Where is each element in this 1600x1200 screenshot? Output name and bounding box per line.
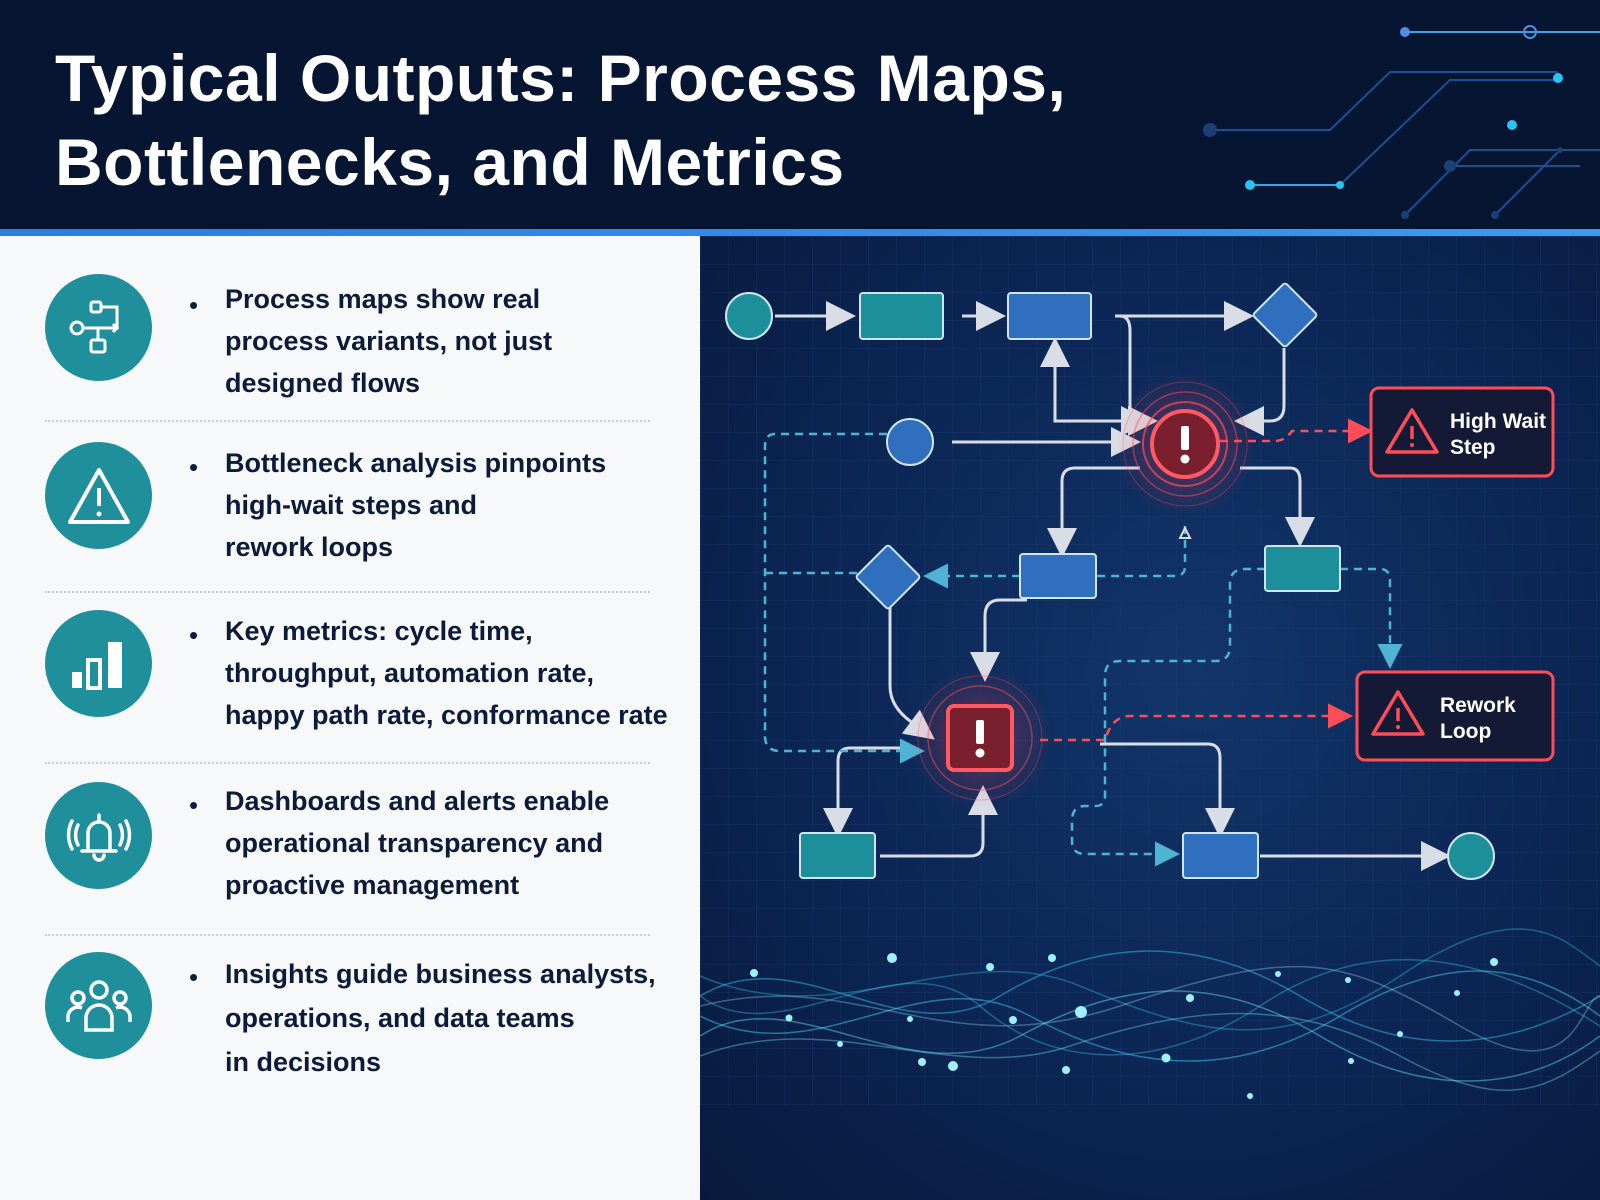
bell-alert-icon (45, 782, 152, 889)
list-item-insights: • Insights guide business analysts, oper… (45, 952, 656, 1092)
text-line: Key metrics: cycle time, (225, 616, 533, 646)
exclamation-icon (975, 720, 985, 758)
key-points-panel: • Process maps show real process variant… (0, 236, 700, 1200)
callout-label: Loop (1440, 720, 1491, 743)
text-line: Bottleneck analysis pinpoints (225, 448, 607, 478)
bottleneck-rework (908, 666, 1052, 810)
warning-triangle-icon (45, 442, 152, 549)
text-line: happy path rate, conformance rate (225, 700, 668, 730)
gateway-node (1252, 282, 1318, 348)
text-line: proactive management (225, 870, 520, 900)
data-waves-decoration (700, 928, 1600, 1091)
list-item-text: Bottleneck analysis pinpoints high-wait … (225, 442, 665, 568)
list-item-bottlenecks: • Bottleneck analysis pinpoints high-wai… (45, 442, 650, 572)
header: Typical Outputs: Process Maps, Bottlenec… (0, 0, 1600, 229)
page-title-line-2: Bottlenecks, and Metrics (55, 125, 845, 199)
bullet: • (189, 290, 199, 320)
process-map-panel: High Wait Step Rework Loop (700, 236, 1600, 1200)
bullet: • (189, 620, 199, 650)
divider (45, 591, 650, 593)
callout-label: Step (1450, 436, 1496, 459)
process-flow-icon (45, 274, 152, 381)
bottleneck-high-wait (1113, 372, 1257, 516)
list-item-metrics: • Key metrics: cycle time, throughput, a… (45, 610, 668, 740)
callout-label: Rework (1440, 694, 1516, 717)
event-node (886, 418, 934, 466)
page-title: Typical Outputs: Process Maps, Bottlenec… (55, 36, 1155, 204)
divider (45, 934, 650, 936)
team-icon (45, 952, 152, 1059)
task-node (859, 292, 944, 340)
list-item-dashboards: • Dashboards and alerts enable operation… (45, 782, 650, 912)
bullet: • (189, 452, 199, 482)
bar-chart-icon (45, 610, 152, 717)
text-line: operations, and data teams (225, 1003, 575, 1033)
list-item-text: Insights guide business analysts, operat… (225, 952, 665, 1084)
divider (45, 420, 650, 422)
task-node (1264, 545, 1341, 592)
text-line: Process maps show real (225, 284, 541, 314)
page-title-line-1: Typical Outputs: Process Maps, (55, 41, 1067, 115)
text-line: process variants, not just (225, 326, 553, 356)
list-item-text: Dashboards and alerts enable operational… (225, 780, 665, 906)
glow-dots-decoration (750, 953, 1498, 1099)
task-node (1019, 553, 1097, 599)
end-event-node (1447, 832, 1495, 880)
process-map-diagram: High Wait Step Rework Loop (700, 236, 1600, 1106)
task-node (799, 832, 876, 879)
start-event-node (725, 292, 773, 340)
bullet: • (189, 962, 199, 992)
list-item-text: Key metrics: cycle time, throughput, aut… (225, 610, 668, 736)
bullet: • (189, 790, 199, 820)
callout-label: High Wait (1450, 410, 1546, 433)
text-line: rework loops (225, 532, 394, 562)
small-triangle-marker (1178, 525, 1192, 539)
text-line: Insights guide business analysts, (225, 959, 656, 989)
text-line: Dashboards and alerts enable (225, 786, 610, 816)
warning-triangle-icon (1385, 408, 1439, 454)
list-item-process-maps: • Process maps show real process variant… (45, 274, 650, 404)
text-line: throughput, automation rate, (225, 658, 594, 688)
circuit-decoration (1203, 25, 1600, 219)
task-node (1182, 832, 1259, 879)
callout-high-wait-step: High Wait Step (1369, 386, 1555, 478)
callout-rework-loop: Rework Loop (1355, 670, 1555, 762)
text-line: high-wait steps and (225, 490, 478, 520)
exclamation-icon (1180, 426, 1190, 464)
warning-triangle-icon (1371, 690, 1425, 736)
text-line: operational transparency and (225, 828, 604, 858)
text-line: designed flows (225, 368, 421, 398)
accent-bar (0, 229, 1600, 236)
list-item-text: Process maps show real process variants,… (225, 278, 665, 404)
divider (45, 762, 650, 764)
text-line: in decisions (225, 1047, 382, 1077)
task-node (1007, 292, 1092, 340)
gateway-node (855, 544, 921, 610)
